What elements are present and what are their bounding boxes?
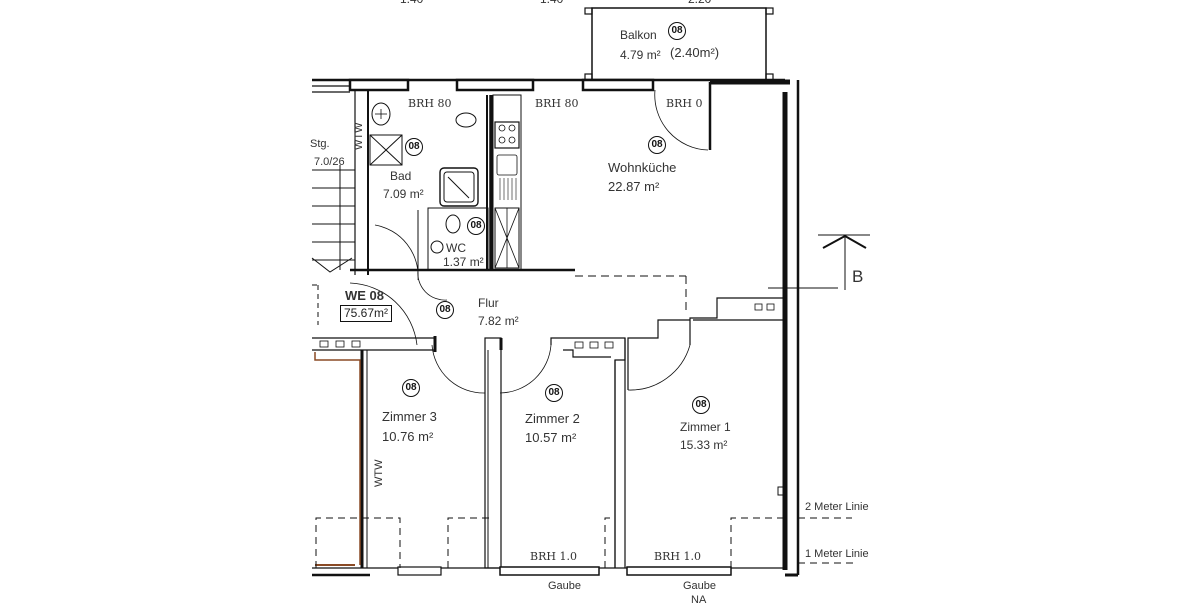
room-area: 4.79 m² [620,48,661,62]
dimension-3: 2.20 [688,0,711,6]
unit-name: WE 08 [345,288,385,303]
room-name: Zimmer 2 [525,411,580,426]
section-marker-label: B [852,267,864,286]
room-area: 7.09 m² [383,187,424,201]
dimension-1: 1.40 [400,0,423,6]
dormer-label: Gaube [548,580,582,592]
room-area: 10.57 m² [525,430,577,445]
brh-label: BRH 1.0 [654,550,701,563]
unit-total-area: 75.67m² [340,305,393,322]
stair-label: Stg. [310,138,330,150]
room-name: Bad [390,169,412,183]
wtw-label: WTW [353,122,365,150]
unit-badge: 08 [402,379,420,397]
wtw-label: WTW [373,459,385,487]
dormer-label: Gaube [683,580,717,592]
room-name: Wohnküche [608,160,677,175]
room-name: WC [446,241,466,255]
room-area: 7.82 m² [478,314,519,328]
room-area: 1.37 m² [443,255,484,269]
brh-label: BRH 80 [535,97,579,110]
unit-badge: 08 [467,217,485,235]
one-meter-line-label: 1 Meter Linie [805,548,869,560]
room-name: Zimmer 1 [680,420,731,434]
unit-badge: 08 [436,301,454,319]
room-area: 15.33 m² [680,438,728,452]
unit-badge: 08 [668,22,686,40]
room-name: Balkon [620,28,657,42]
two-meter-line-label: 2 Meter Linie [805,501,869,513]
bottom-partial-label: NA [691,594,707,606]
unit-badge: 08 [692,396,710,414]
brh-label: BRH 1.0 [530,550,577,563]
room-name: Zimmer 3 [382,409,437,424]
brh-label: BRH 0 [666,97,703,110]
unit-badge: 08 [648,136,666,154]
brh-label: BRH 80 [408,97,452,110]
unit-badge: 08 [545,384,563,402]
unit-badge: 08 [405,138,423,156]
room-area: 22.87 m² [608,179,660,194]
room-name: Flur [478,296,499,310]
room-area: 10.76 m² [382,429,434,444]
room-area-alt: (2.40m²) [670,45,720,60]
stair-steps-label: 7.0/26 [314,156,345,168]
dimension-2: 1.40 [540,0,563,6]
